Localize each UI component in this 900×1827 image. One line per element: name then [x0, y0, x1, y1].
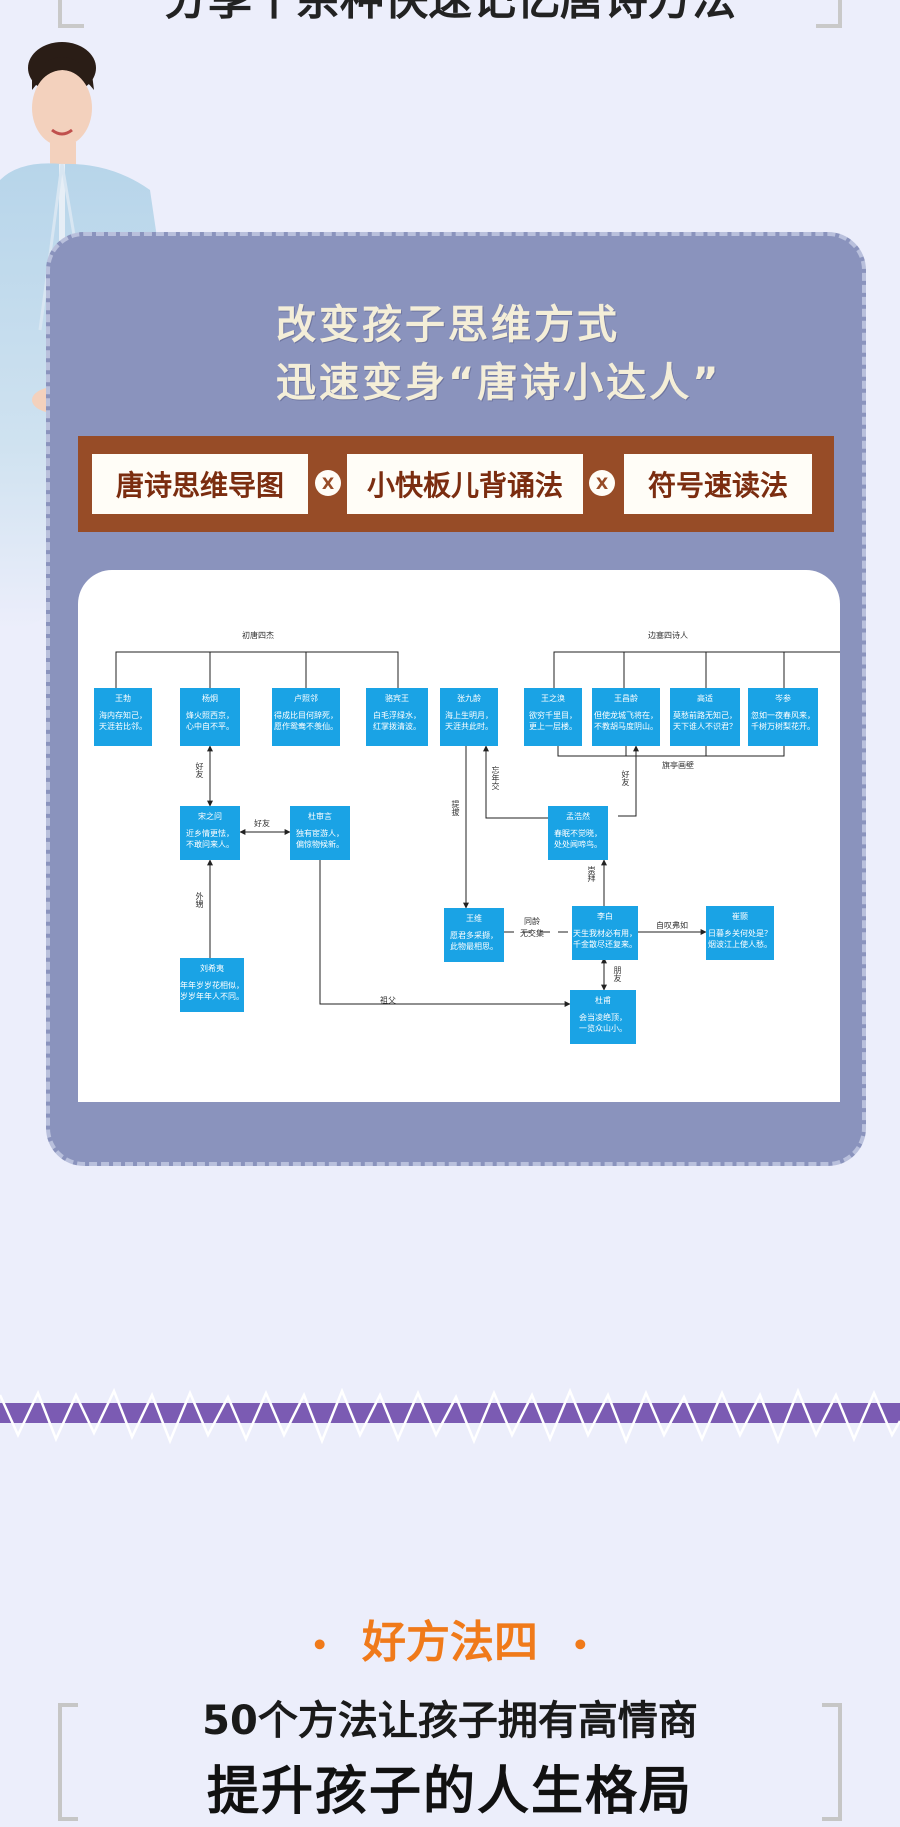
bracket-right	[822, 1703, 842, 1821]
relation-label-friend: 好友	[195, 762, 204, 778]
poet-node-wangwei: 王维 愿君多采撷， 此物最相思。	[444, 908, 504, 962]
relation-label-qiting: 旗亭画壁	[662, 761, 694, 770]
bracket-left	[58, 1703, 78, 1821]
mind-map-connectors	[115, 651, 840, 1007]
poet-node-wangbo: 王勃 海内存知己， 天涯若比邻。	[94, 688, 152, 746]
poet-node-yangjiong: 杨炯 烽火照西京， 心中自不平。	[180, 688, 240, 746]
relation-label-promote: 提拔	[451, 800, 460, 816]
slogan-line-1: 改变孩子思维方式	[276, 302, 620, 348]
poet-node-dufu: 杜甫 会当凌绝顶， 一览众山小。	[570, 990, 636, 1044]
bullet-icon: •	[310, 1628, 329, 1662]
slogan-line-2: 迅速变身“唐诗小达人”	[276, 360, 722, 406]
method-title-text: 好方法四	[362, 1617, 538, 1668]
relation-label-inferior: 自叹弗如	[656, 921, 688, 930]
chip-symbol-reading: 符号速读法	[624, 454, 812, 514]
poet-node-menghaoran: 孟浩然 春眠不觉晓， 处处闻啼鸟。	[548, 806, 608, 860]
top-bracket-right	[816, 0, 842, 28]
method-subtitle-1: 50个方法让孩子拥有高情商	[202, 1698, 698, 1744]
poet-node-dushenyan: 杜审言 独有宦游人， 偏惊物候新。	[290, 806, 350, 860]
poet-node-cuihao: 崔颢 日暮乡关何处是？ 烟波江上使人愁。	[706, 906, 774, 960]
relation-label-friend: 好友	[254, 819, 270, 828]
poet-node-libai: 李白 天生我材必有用， 千金散尽还复来。	[572, 906, 638, 960]
poet-node-songzhiwen: 宋之问 近乡情更怯， 不敢问来人。	[180, 806, 240, 860]
poet-node-gaoshi: 高适 莫愁前路无知己， 天下谁人不识君？	[670, 688, 740, 746]
poet-node-wangchangling: 王昌龄 但使龙城飞将在， 不教胡马度阴山。	[592, 688, 660, 746]
poet-node-censhen: 岑参 忽如一夜春风来， 千树万树梨花开。	[748, 688, 818, 746]
relation-label-no-contact: 无交集	[520, 929, 544, 938]
relation-label-grandfather: 祖父	[380, 996, 396, 1005]
relation-label-same-age: 同龄	[524, 917, 540, 926]
relation-label-age-gap-friend: 忘年交	[491, 766, 500, 790]
group-label-right: 边塞四诗人	[648, 631, 688, 640]
poet-node-luzhaolin: 卢照邻 得成比目何辞死， 愿作鸳鸯不羡仙。	[272, 688, 340, 746]
poet-node-liuxiyi: 刘希夷 年年岁岁花相似， 岁岁年年人不同。	[180, 958, 244, 1012]
zigzag-divider	[0, 1387, 900, 1445]
chip-mind-map: 唐诗思维导图	[92, 454, 308, 514]
poets-mind-map: 初唐四杰 边塞四诗人 王勃 海内存知己， 天涯若比邻。 杨炯 烽火照西京， 心中…	[78, 570, 840, 1102]
method-subtitle-2: 提升孩子的人生格局	[206, 1762, 693, 1822]
poet-node-wangzhihuan: 王之涣 欲穷千里目， 更上一层楼。	[524, 688, 582, 746]
poet-node-luobinwang: 骆宾王 白毛浮绿水， 红掌拨清波。	[366, 688, 428, 746]
bullet-icon: •	[571, 1628, 590, 1662]
relation-label-friend: 朋友	[613, 966, 622, 982]
relation-label-admire: 崇拜	[587, 866, 596, 882]
top-bracket-left	[58, 0, 84, 28]
method-banner: 唐诗思维导图 X 小快板儿背诵法 X 符号速读法	[78, 436, 834, 532]
relation-label-friend: 好友	[621, 770, 630, 786]
chip-clapper-recitation: 小快板儿背诵法	[347, 454, 583, 514]
method-title: • 好方法四 •	[0, 1606, 900, 1670]
top-heading: 分享十余种快速记忆唐诗方法	[0, 0, 900, 22]
cross-icon: X	[315, 470, 341, 496]
group-label-left: 初唐四杰	[242, 631, 274, 640]
cross-icon: X	[589, 470, 615, 496]
relation-label-nephew: 外甥	[195, 892, 204, 908]
poet-node-zhangjiuling: 张九龄 海上生明月， 天涯共此时。	[440, 688, 498, 746]
